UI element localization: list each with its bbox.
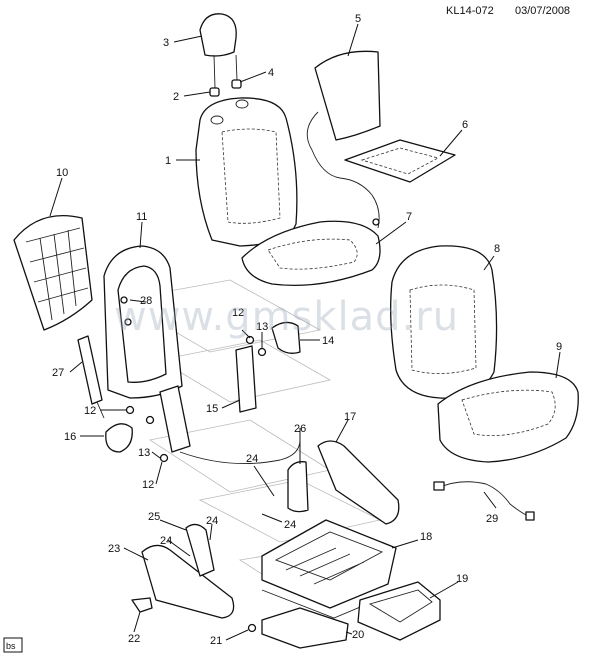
callout-3: 3 xyxy=(163,37,169,49)
seat-frame xyxy=(261,519,397,619)
callout-24a: 24 xyxy=(246,453,258,465)
callout-14: 14 xyxy=(322,335,334,347)
callout-28: 28 xyxy=(140,295,152,307)
storage-tray xyxy=(357,581,441,641)
callout-12a: 12 xyxy=(84,405,96,417)
seat-outer-shield xyxy=(141,544,235,619)
callout-29: 29 xyxy=(486,513,498,525)
callout-19: 19 xyxy=(456,573,468,585)
callout-11: 11 xyxy=(136,211,147,223)
callout-17: 17 xyxy=(344,411,356,423)
head-restraint-guides xyxy=(209,79,242,97)
callout-26: 26 xyxy=(294,423,306,435)
callout-24c: 24 xyxy=(206,515,218,527)
seatback-cover xyxy=(195,97,298,247)
seat-cushion-pad xyxy=(437,371,579,463)
figure-id: KL14-072 xyxy=(446,5,494,17)
callout-15: 15 xyxy=(206,403,218,415)
leader-lines xyxy=(49,23,561,641)
callout-23: 23 xyxy=(108,543,120,555)
seat-side-shield-outer xyxy=(317,440,400,525)
callout-2: 2 xyxy=(173,91,179,103)
callout-25: 25 xyxy=(148,511,160,523)
callout-5: 5 xyxy=(355,13,361,25)
trim-screw xyxy=(247,623,257,633)
callout-24b: 24 xyxy=(284,519,296,531)
callout-22: 22 xyxy=(128,633,140,645)
recliner-mechanism xyxy=(159,345,301,465)
callout-9: 9 xyxy=(556,341,562,353)
callout-24d: 24 xyxy=(160,535,172,547)
callout-7: 7 xyxy=(406,211,412,223)
callout-27: 27 xyxy=(52,367,64,379)
wire-clip xyxy=(131,597,153,613)
callout-16: 16 xyxy=(64,431,76,443)
frame-fasteners xyxy=(120,296,132,326)
figure-date: 03/07/2008 xyxy=(515,5,570,17)
callout-20: 20 xyxy=(352,629,364,641)
head-restraint xyxy=(199,13,238,89)
seat-wiring-harness xyxy=(433,481,535,521)
watermark: www.gmsklad.ru xyxy=(114,294,459,340)
recliner-bolts xyxy=(125,335,267,463)
seatback-frame xyxy=(103,245,183,399)
seat-cushion-cover xyxy=(241,220,381,286)
callout-10: 10 xyxy=(56,167,68,179)
corner-tag-box xyxy=(3,637,23,653)
callout-13a: 13 xyxy=(256,321,268,333)
recliner-handle-cover xyxy=(105,423,133,453)
callout-12c: 12 xyxy=(142,479,154,491)
seatback-heater-pad xyxy=(306,50,381,229)
callout-13b: 13 xyxy=(138,447,150,459)
corner-tag: bs xyxy=(6,641,16,651)
seat-heater-element xyxy=(344,139,456,183)
seatback-pad xyxy=(390,245,498,399)
front-trim-panel xyxy=(261,607,349,649)
callout-8: 8 xyxy=(494,243,500,255)
callout-18: 18 xyxy=(420,531,432,543)
callout-1: 1 xyxy=(165,155,171,167)
callout-6: 6 xyxy=(462,119,468,131)
callout-21: 21 xyxy=(210,635,222,647)
seat-side-shield-inner xyxy=(287,461,309,513)
callout-4: 4 xyxy=(268,67,274,79)
callout-labels: 3 2 4 5 6 1 7 8 9 10 11 12 12 12 13 13 1… xyxy=(52,13,562,647)
lumbar-support xyxy=(13,214,93,331)
callout-12b: 12 xyxy=(232,307,244,319)
shield-bracket xyxy=(185,523,215,577)
recliner-trim-cap xyxy=(271,321,301,354)
